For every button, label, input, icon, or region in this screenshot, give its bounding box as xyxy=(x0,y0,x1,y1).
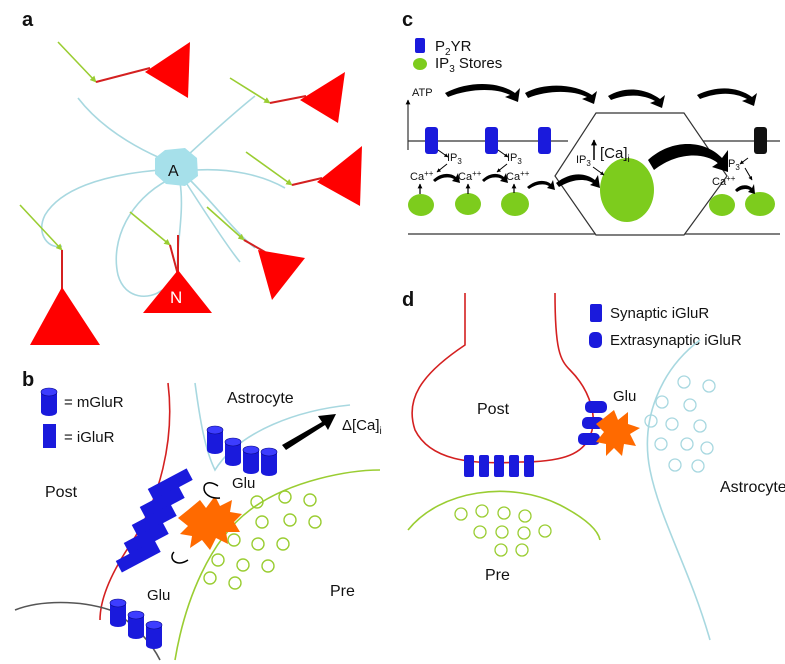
delta-ca-label: Δ[Ca]i xyxy=(342,417,382,437)
glu-label-top: Glu xyxy=(232,475,255,492)
svg-text:Ca++: Ca++ xyxy=(506,169,530,183)
cai-label: [Ca]i xyxy=(600,145,630,165)
post-label-d: Post xyxy=(477,401,510,418)
panel-a: a A xyxy=(19,9,362,345)
extrasynaptic-iglur-legend-label: Extrasynaptic iGluR xyxy=(610,332,742,349)
astrocyte-membrane-d xyxy=(646,339,711,641)
ip3-stores-legend-label: IP3 Stores xyxy=(435,55,502,75)
synaptic-iglur-legend-icon xyxy=(590,304,602,322)
presynaptic-vesicles-b xyxy=(203,490,322,590)
neuron-label: N xyxy=(170,288,182,307)
panel-d-label: d xyxy=(402,289,414,311)
astrocyte-label: A xyxy=(168,163,179,180)
atp-label: ATP xyxy=(412,87,433,99)
panel-c: c P2YR IP3 Stores ATP xyxy=(402,9,780,236)
svg-text:Ca++: Ca++ xyxy=(410,169,434,183)
panel-b: b = mGluR = iGluR Astrocyte Δ[Ca]i Post … xyxy=(14,369,382,661)
ip3-arrows xyxy=(436,149,753,181)
astrocyte-label-d: Astrocyte xyxy=(720,479,785,496)
p2yr-legend-label: P2YR xyxy=(435,38,472,58)
pre-label-d: Pre xyxy=(485,567,510,584)
p2yr-legend-icon xyxy=(415,38,425,53)
glu-label-bottom: Glu xyxy=(147,587,170,604)
post-spine-membrane xyxy=(411,292,594,464)
panel-c-label: c xyxy=(402,9,413,31)
astrocyte-mglur xyxy=(206,425,278,477)
svg-text:IP3: IP3 xyxy=(725,158,740,172)
pyramidal-neurons xyxy=(30,42,362,345)
panel-b-label: b xyxy=(22,369,34,391)
svg-text:IP3: IP3 xyxy=(447,152,462,166)
pre-label-b: Pre xyxy=(330,583,355,600)
svg-text:Ca++: Ca++ xyxy=(458,169,482,183)
iglur-legend-icon xyxy=(43,424,56,448)
bottom-mglur xyxy=(109,598,163,650)
glu-burst-d xyxy=(596,410,640,456)
axons xyxy=(19,41,293,251)
astrocyte-processes xyxy=(40,95,286,297)
astrocyte-soma xyxy=(155,148,198,186)
mglur-legend-label: = mGluR xyxy=(64,394,124,411)
post-iglur-stack xyxy=(115,468,193,573)
svg-text:IP3: IP3 xyxy=(576,154,591,168)
ca-release-arrows xyxy=(417,183,517,194)
extrasynaptic-iglur-legend-icon xyxy=(589,332,602,348)
synaptic-iglur-legend-label: Synaptic iGluR xyxy=(610,305,709,322)
pre-terminal-membrane xyxy=(407,490,601,541)
ip3-stores-legend-icon xyxy=(413,58,427,70)
panel-d: d Synaptic iGluR Extrasynaptic iGluR Pos… xyxy=(402,289,785,641)
glu-diffusion-arrows xyxy=(171,482,221,564)
astrocyte-label-b: Astrocyte xyxy=(227,390,294,407)
astrocyte-vesicles-d xyxy=(644,375,716,473)
ip3-labels: IP3 IP3 IP3 IP3 xyxy=(447,152,740,172)
svg-text:IP3: IP3 xyxy=(507,152,522,166)
atp-wave-arrows xyxy=(445,83,757,108)
ca-labels: Ca++ Ca++ Ca++ Ca++ xyxy=(410,169,736,188)
ca-wave-arrows xyxy=(433,144,755,194)
panel-a-label: a xyxy=(22,9,34,31)
p2y-receptors xyxy=(425,127,767,154)
glu-release-burst xyxy=(178,496,242,550)
glu-label-d: Glu xyxy=(613,388,636,405)
post-label-b: Post xyxy=(45,484,78,501)
synaptic-iglur-row xyxy=(464,455,534,477)
iglur-legend-label: = iGluR xyxy=(64,429,115,446)
mglur-legend-icon xyxy=(40,387,58,417)
ca-rise-arrow-b xyxy=(282,414,336,450)
svg-text:Ca++: Ca++ xyxy=(712,174,736,188)
presynaptic-vesicles-d xyxy=(454,504,552,557)
ip3-stores xyxy=(408,158,775,222)
